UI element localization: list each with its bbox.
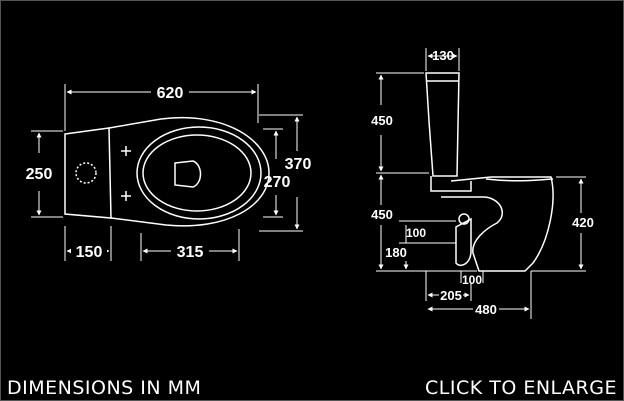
top-view <box>31 84 303 261</box>
top-view-seat <box>136 126 262 220</box>
top-view-bowl <box>142 134 252 212</box>
top-view-opening <box>174 160 202 188</box>
dim-cistern-height: 450 <box>371 113 393 128</box>
side-view-trap <box>455 217 472 267</box>
enlarge-link[interactable]: CLICK TO ENLARGE <box>425 377 617 399</box>
dim-cistern-width: 130 <box>432 48 454 63</box>
side-view-pan <box>441 176 554 272</box>
dim-overall-height: 250 <box>26 166 53 183</box>
dim-pan-height: 450 <box>371 207 393 222</box>
dim-overall-length: 620 <box>157 85 184 102</box>
side-view <box>376 48 586 319</box>
units-caption: DIMENSIONS IN MM <box>7 377 202 399</box>
hinge-icon <box>121 146 131 201</box>
dim-cistern-depth: 150 <box>76 244 103 261</box>
dim-outlet-setback: 205 <box>440 288 462 303</box>
flush-button-icon <box>75 162 97 184</box>
dim-outlet-width: 100 <box>462 273 482 287</box>
top-view-cistern <box>64 127 112 219</box>
top-view-pan <box>108 117 270 227</box>
dim-pan-length: 315 <box>177 244 204 261</box>
dim-pan-width: 370 <box>285 156 312 173</box>
dim-overall-depth: 480 <box>475 302 497 317</box>
dim-bowl-height: 420 <box>572 215 594 230</box>
dim-outlet-diameter: 100 <box>406 226 426 240</box>
dim-seat-width: 270 <box>264 174 291 191</box>
dim-outlet-height: 180 <box>385 245 407 260</box>
side-view-cistern <box>425 72 460 177</box>
